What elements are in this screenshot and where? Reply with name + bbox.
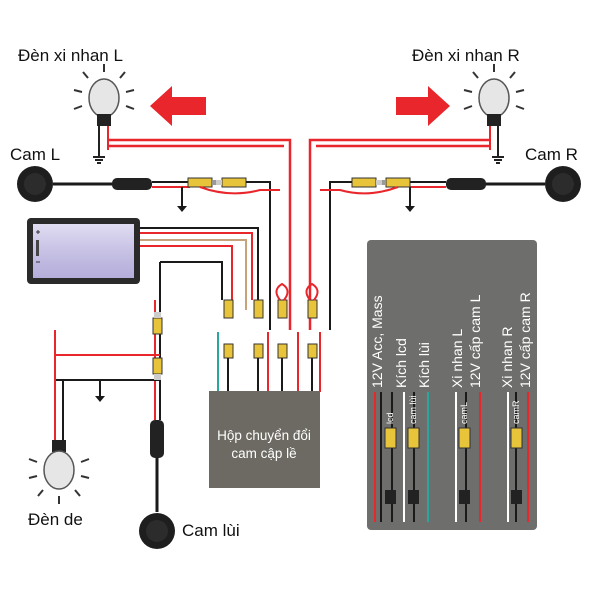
legend-item-power-cam-right: 12V cấp cam R [517, 292, 533, 388]
legend-item-lcd-trigger: Kích lcd [393, 338, 409, 388]
connector-label-reverse-cam: cam lùi [408, 395, 418, 424]
camera-left-label: Cam L [10, 145, 60, 164]
connector-label-cam-right: camR [511, 400, 521, 424]
arrow-left-icon [150, 86, 206, 126]
legend-item-power-cam-left: 12V cấp cam L [467, 294, 483, 388]
connector-label-lcd: lcd [385, 412, 395, 424]
lcd-wires [140, 227, 259, 310]
legend-panel [367, 240, 537, 530]
legend-item-turn-left: Xi nhan L [449, 329, 465, 388]
connector-label-cam-left: camL [459, 402, 469, 424]
reverse-light-icon [28, 440, 90, 504]
lcd-monitor-icon [27, 218, 140, 284]
legend-item-reverse-trigger: Kích lùi [416, 342, 432, 388]
legend-item-acc-mass: 12V Acc, Mass [369, 295, 385, 388]
camera-right-label: Cam R [525, 145, 578, 164]
reverse-camera-icon [139, 513, 175, 549]
arrow-right-icon [396, 86, 450, 126]
camera-left-icon [17, 166, 280, 330]
converter-box [209, 391, 320, 488]
reverse-camera-label: Cam lùi [182, 521, 240, 540]
turn-signal-right-label: Đèn xi nhan R [412, 46, 520, 65]
reverse-light-label: Đèn de [28, 510, 83, 529]
converter-box-title-2: cam cập lề [231, 446, 296, 461]
camera-right-icon [320, 166, 581, 330]
turn-signal-left-icon [73, 64, 135, 164]
turn-signal-right-icon [463, 64, 525, 164]
box-lead-wires [217, 332, 321, 392]
legend-item-turn-right: Xi nhan R [499, 327, 515, 388]
turn-signal-left-label: Đèn xi nhan L [18, 46, 123, 65]
turn-signal-wires [108, 138, 490, 330]
ground-arrow-icon [95, 396, 105, 402]
reverse-wires [54, 261, 223, 440]
reverse-connectors [150, 312, 164, 512]
panel-connectors [384, 427, 523, 504]
converter-box-title-1: Hộp chuyển đổi [217, 428, 311, 443]
box-input-connectors [223, 282, 319, 359]
